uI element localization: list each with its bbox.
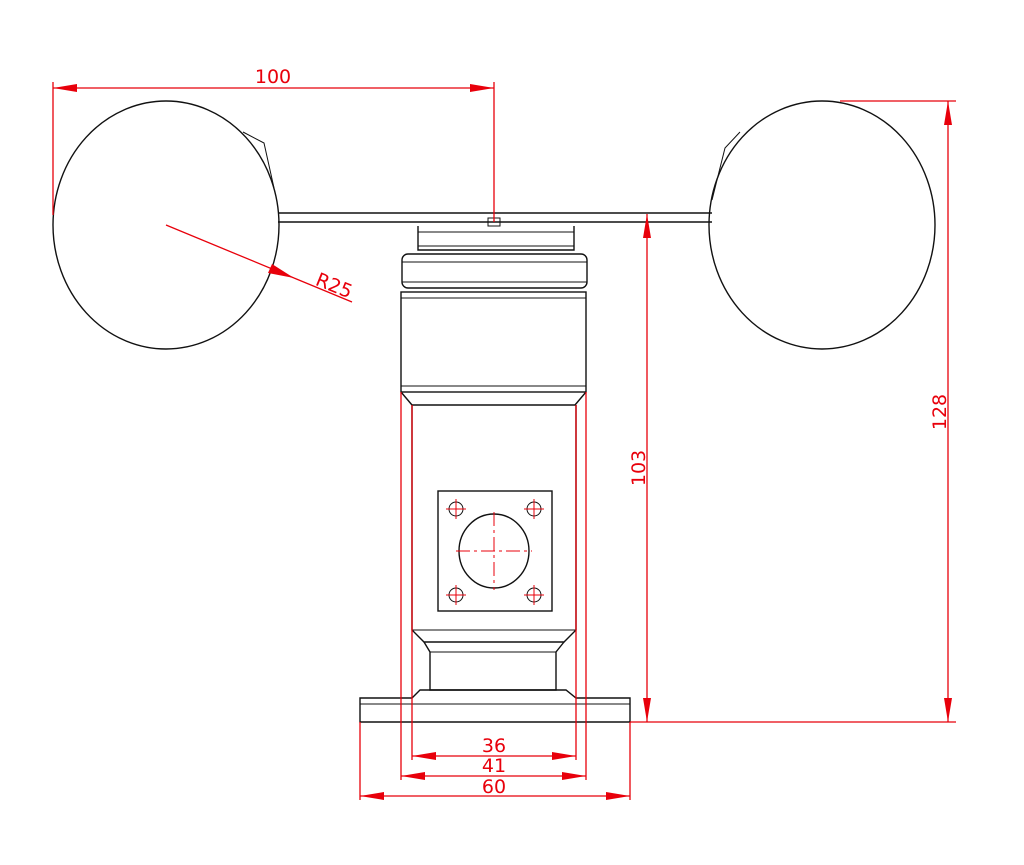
dimension-label-mid-width: 41 (482, 755, 506, 777)
dimension-base-width: 60 (359, 722, 631, 800)
right-cup (708, 100, 936, 350)
dimension-body-height: 103 (628, 214, 651, 722)
dimension-label-inner-width: 36 (482, 735, 506, 757)
dimension-arm-length: 100 (52, 66, 495, 222)
dimension-mid-width: 41 (400, 392, 587, 780)
dimension-label-arm-length: 100 (255, 66, 291, 88)
left-cup (52, 100, 280, 350)
dimension-label-base-width: 60 (482, 776, 506, 798)
dimension-inner-width: 36 (411, 405, 577, 760)
dimension-label-total-height: 128 (929, 394, 951, 430)
dimension-label-cup-radius: R25 (313, 269, 356, 303)
dimension-label-body-height: 103 (628, 450, 650, 486)
connector-plate (437, 490, 553, 612)
dimension-total-height: 128 (630, 100, 956, 723)
